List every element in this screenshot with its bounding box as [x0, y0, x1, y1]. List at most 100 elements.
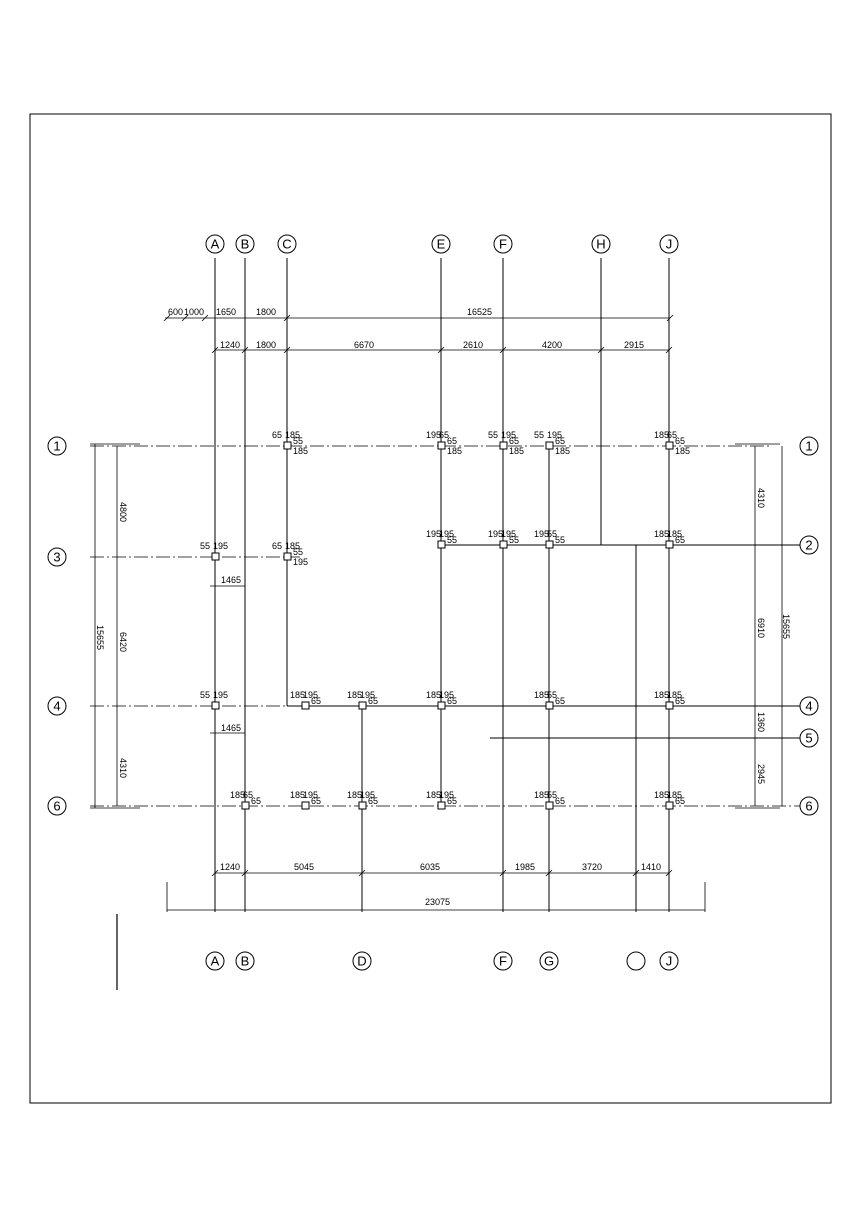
column-dim-label: 195 [213, 541, 228, 551]
bubble-label: 6 [805, 799, 812, 814]
dim-label: 1410 [641, 862, 661, 872]
grid-bubble-bottom: J [659, 951, 679, 971]
column-dim-label: 55 [509, 535, 519, 545]
dim-tick [163, 314, 171, 322]
dim-left-total: 15655 [95, 625, 105, 650]
grid-bubble-top: F [493, 234, 513, 254]
bubble-label: G [544, 954, 554, 969]
dim-tick [499, 869, 507, 877]
column-dim-label: 195 [426, 529, 441, 539]
column-box [301, 701, 310, 710]
grid-lines [90, 258, 800, 912]
dim-tick [201, 314, 209, 322]
column-dim-label: 65 [675, 796, 685, 806]
column-dim-label: 195 [547, 430, 562, 440]
column-dim-label: 65 [675, 535, 685, 545]
column-dim-label: 185 [347, 790, 362, 800]
column-dim-label: 65 [667, 430, 677, 440]
column-box [665, 441, 674, 450]
column-dim-label: 185 [654, 529, 669, 539]
bubble-circle [352, 951, 372, 971]
column-dim-label: 65 [368, 696, 378, 706]
column-dim-label: 185 [534, 690, 549, 700]
dimension-lines [90, 314, 783, 912]
column-dim-label: 65 [555, 796, 565, 806]
column-dim-label: 65 [447, 796, 457, 806]
bubble-label: J [666, 954, 673, 969]
dim-label: 1240 [220, 862, 240, 872]
dim-label: 6670 [354, 340, 374, 350]
grid-bubble-top: H [591, 234, 611, 254]
dim-label: 1985 [515, 862, 535, 872]
dim-right-inner: 1360 [756, 712, 766, 732]
column-dim-label: 185 [447, 446, 462, 456]
dim-label: 1650 [216, 307, 236, 317]
dim-tick [666, 314, 674, 322]
column-box [545, 801, 554, 810]
dim-tick [211, 346, 219, 354]
column-dim-label: 195 [501, 430, 516, 440]
column-dim-label: 65 [675, 696, 685, 706]
dim-right-inner: 2945 [756, 764, 766, 784]
bubble-circle [799, 696, 819, 716]
dim-tick [632, 869, 640, 877]
grid-bubble-right: 5 [799, 728, 819, 748]
column-box [545, 701, 554, 710]
column-box [499, 540, 508, 549]
dim-left-inner: 4800 [118, 502, 128, 522]
dim-label: 1800 [256, 340, 276, 350]
dim-local: 1465 [221, 575, 241, 585]
bubble-label: H [596, 237, 605, 252]
bubble-label: A [211, 237, 220, 252]
grid-bubble-right: 2 [799, 535, 819, 555]
column-box [437, 540, 446, 549]
column-dim-label: 65 [555, 696, 565, 706]
column-dim-label: 55 [488, 430, 498, 440]
dim-tick [358, 869, 366, 877]
column-box [283, 441, 292, 450]
grid-bubble-bottom: D [352, 951, 372, 971]
column-box [437, 441, 446, 450]
column-dim-label: 55 [293, 547, 303, 557]
bubble-circle [235, 951, 255, 971]
bubble-label: D [357, 954, 366, 969]
bubble-circle [277, 234, 297, 254]
column-box [545, 441, 554, 450]
column-dim-label: 55 [534, 430, 544, 440]
grid-bubble-bottom [626, 951, 646, 971]
column-box [358, 801, 367, 810]
bubble-circle [659, 951, 679, 971]
dim-label: 3720 [582, 862, 602, 872]
column-dim-label: 185 [347, 690, 362, 700]
column-dim-label: 185 [285, 541, 300, 551]
bubble-label: E [437, 237, 446, 252]
bubble-circle [591, 234, 611, 254]
bubble-circle [205, 951, 225, 971]
column-dim-label: 185 [426, 790, 441, 800]
column-dim-label: 195 [303, 690, 318, 700]
dim-label: 6035 [420, 862, 440, 872]
column-dim-label: 185 [654, 430, 669, 440]
grid-bubble-top: E [431, 234, 451, 254]
bubble-label: 6 [53, 799, 60, 814]
column-dim-label: 65 [251, 796, 261, 806]
bubble-circle [431, 234, 451, 254]
bubble-circle [626, 951, 646, 971]
column-box [665, 540, 674, 549]
bubble-label: B [241, 954, 250, 969]
bubble-label: F [499, 237, 507, 252]
dim-label: 5045 [294, 862, 314, 872]
column-dim-label: 65 [311, 796, 321, 806]
column-dim-label: 185 [667, 790, 682, 800]
column-dim-label: 195 [293, 557, 308, 567]
